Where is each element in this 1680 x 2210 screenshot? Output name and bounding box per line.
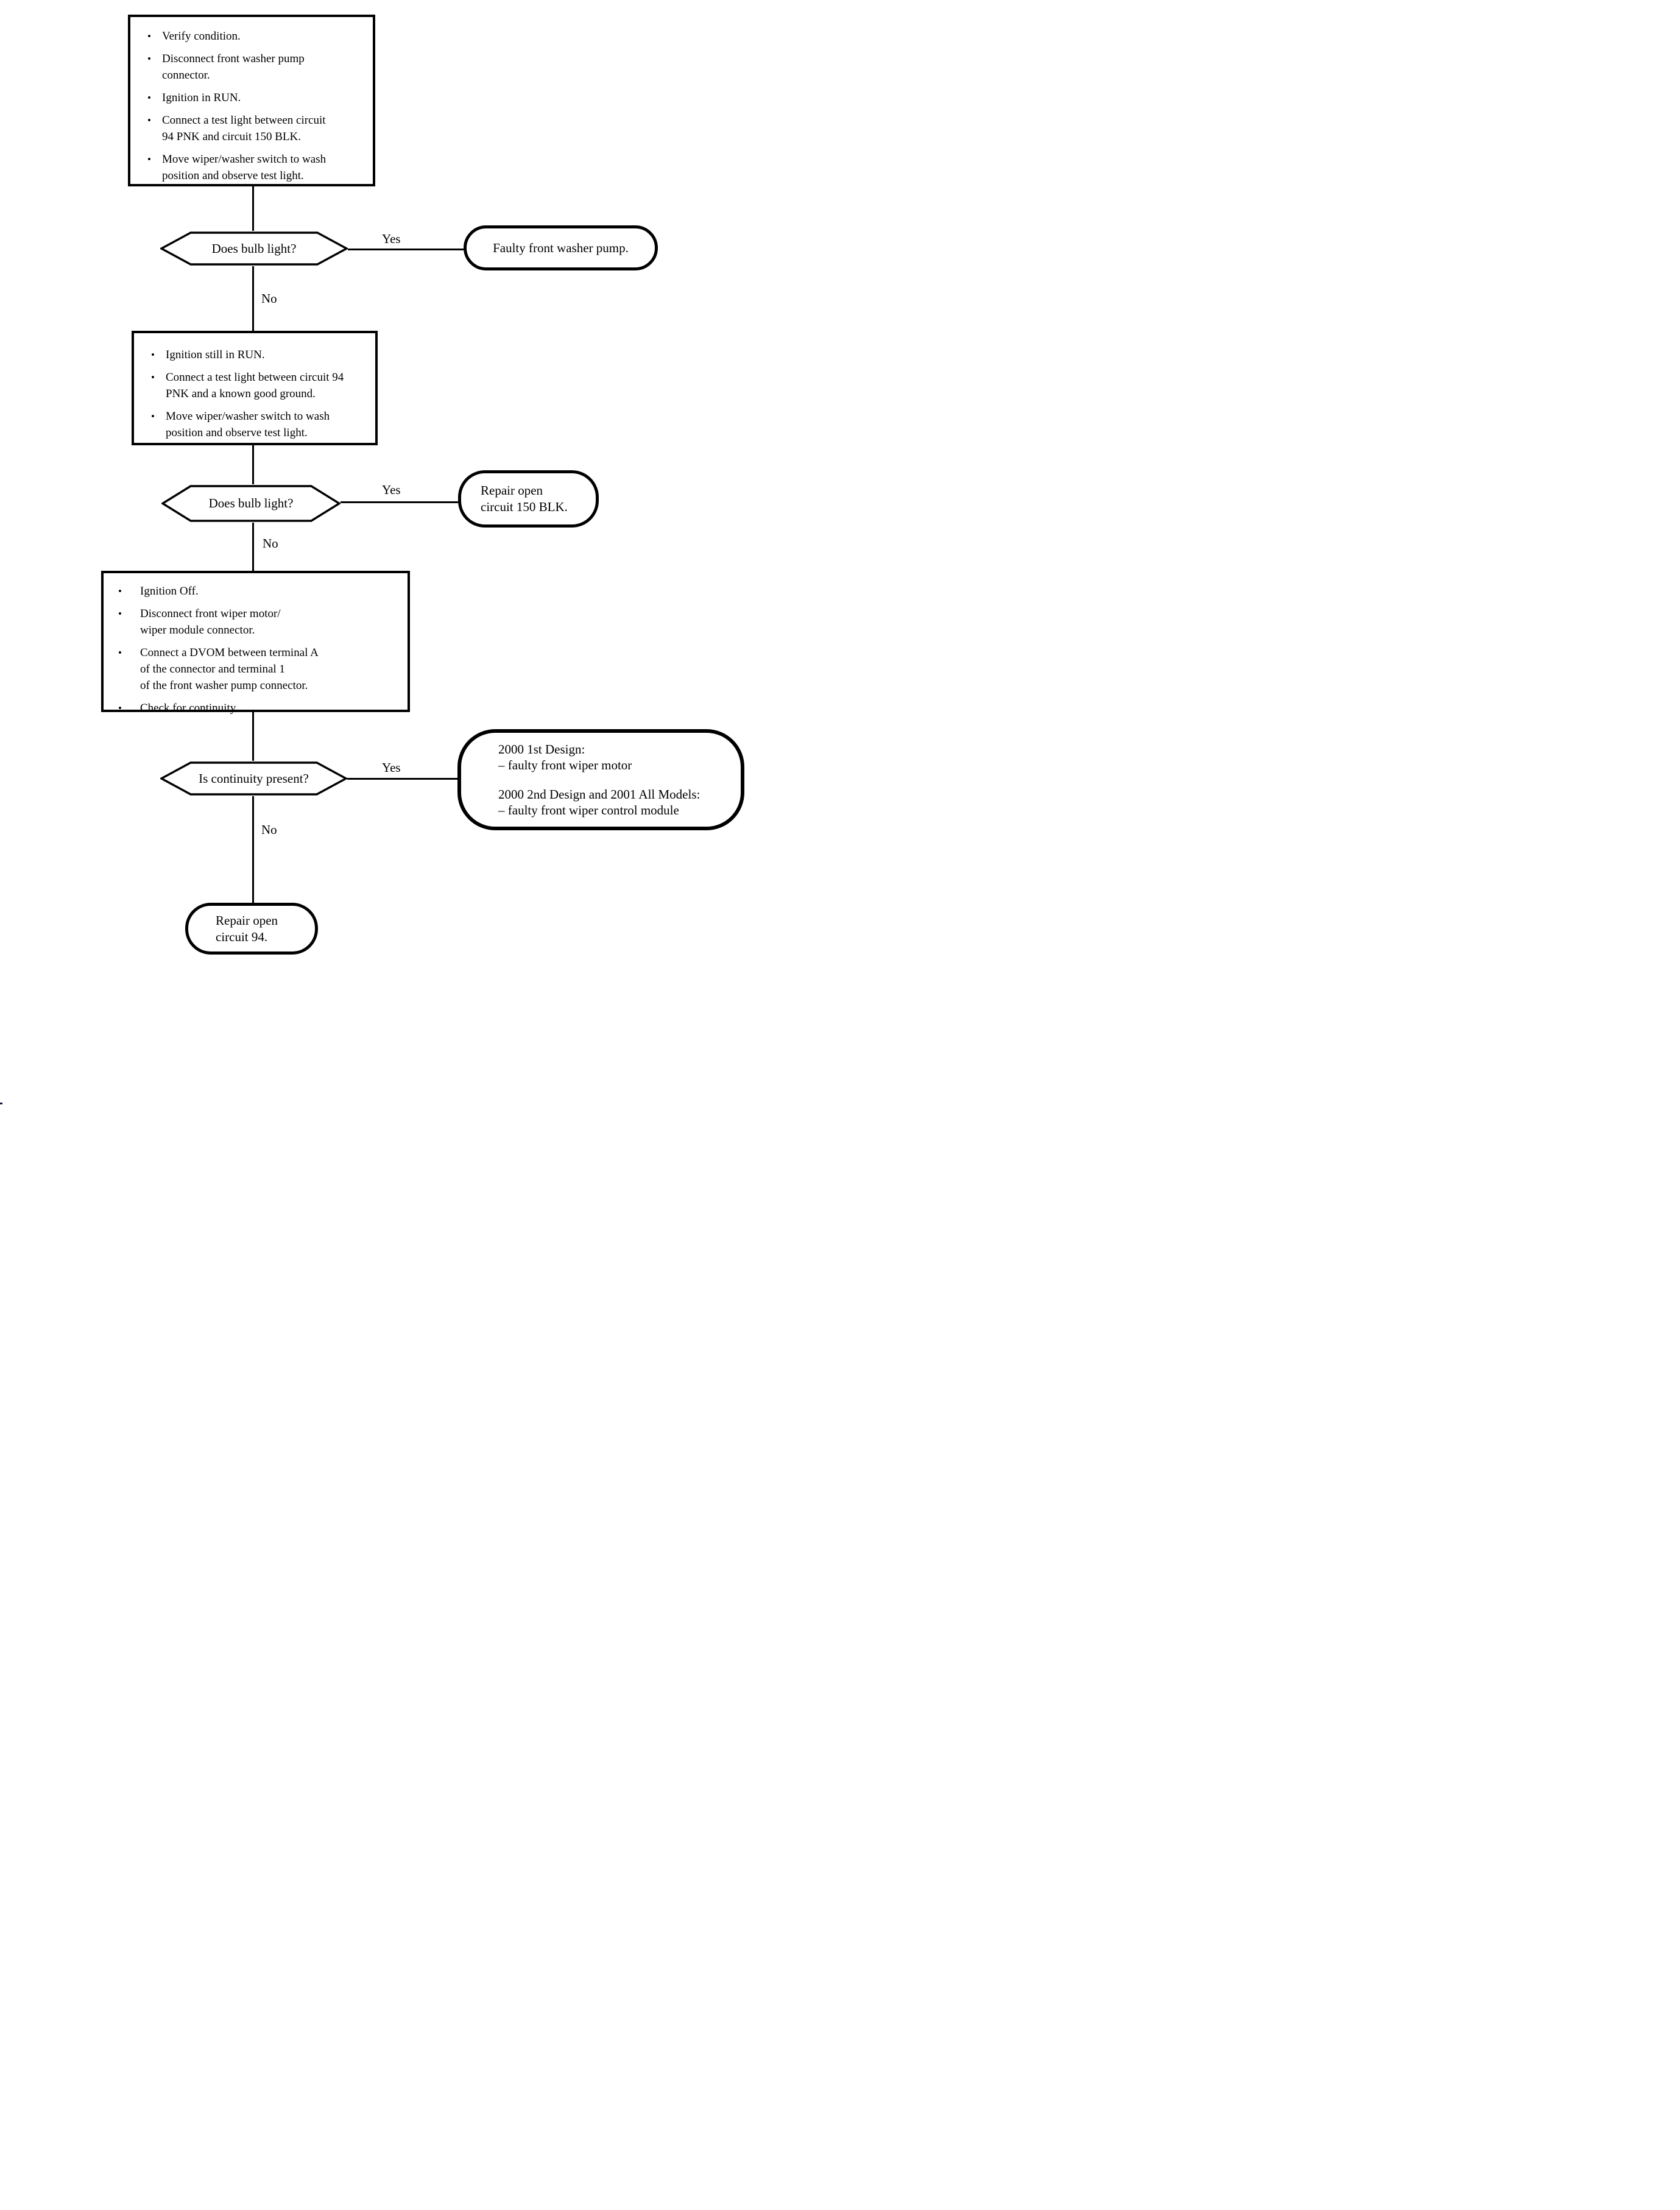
bullet-item: • Ignition Off. [118, 583, 403, 599]
bullet-line: Disconnect front washer pump [162, 52, 305, 65]
bullet-line: of the connector and terminal 1 [140, 663, 285, 676]
decision-hexagon-2: Does bulb light? [161, 484, 341, 523]
bullet-item: • Connect a test light between circuit 9… [147, 112, 368, 145]
procedure-box-2: • Ignition still in RUN. • Connect a tes… [132, 331, 378, 445]
bullet-icon: • [147, 115, 151, 126]
bullet-line: Disconnect front wiper motor/ [140, 607, 281, 620]
hexagon-shape [160, 761, 347, 796]
bullet-item: • Move wiper/washer switch to wash posit… [147, 151, 368, 184]
connector-line [348, 249, 464, 250]
bullet-line: Ignition in RUN. [162, 91, 241, 104]
connector-line [347, 778, 457, 780]
result-line: Faulty front washer pump. [493, 240, 629, 255]
result-stadium-4: Repair open circuit 94. [185, 903, 318, 955]
result-line: circuit 94. [216, 929, 268, 944]
bullet-line: wiper module connector. [140, 624, 255, 637]
bullet-icon: • [118, 702, 122, 714]
yes-label-3: Yes [382, 760, 401, 775]
result-item: – faulty front wiper motor [498, 758, 632, 772]
bullet-line: Move wiper/washer switch to wash [162, 153, 326, 166]
bullet-line: Connect a DVOM between terminal A [140, 646, 319, 659]
bullet-line: position and observe test light. [162, 169, 304, 182]
bullet-icon: • [151, 411, 155, 422]
bullet-line: Ignition Off. [140, 585, 199, 598]
no-label-3: No [261, 822, 277, 837]
decision-question: Does bulb light? [208, 496, 294, 510]
bullet-line: position and observe test light. [166, 426, 308, 439]
result-line: Repair open [216, 913, 278, 928]
yes-label-2: Yes [382, 482, 401, 497]
bullet-line: Move wiper/washer switch to wash [166, 410, 330, 423]
result-heading: 2000 1st Design: [498, 742, 585, 757]
bullet-icon: • [147, 154, 151, 165]
connector-line [252, 445, 254, 484]
decision-hexagon-1: Does bulb light? [160, 231, 348, 266]
bullet-icon: • [147, 30, 151, 42]
bullet-icon: • [118, 647, 122, 658]
connector-line [252, 796, 254, 903]
hexagon-shape [160, 231, 348, 266]
bullet-line: Check for continuity. [140, 702, 238, 715]
decision-question: Is continuity present? [199, 771, 309, 786]
bullet-line: Verify condition. [162, 30, 241, 43]
connector-line [252, 712, 254, 761]
bullet-icon: • [118, 608, 122, 620]
bullet-item: • Ignition still in RUN. [151, 347, 370, 363]
bullet-item: • Check for continuity. [118, 700, 403, 716]
bullet-line: connector. [162, 69, 210, 82]
result-stadium-2: Repair open circuit 150 BLK. [458, 470, 599, 528]
procedure-box-1: • Verify condition. • Disconnect front w… [128, 15, 375, 186]
bullet-item: • Disconnect front washer pump connector… [147, 51, 368, 83]
result-line: circuit 150 BLK. [481, 500, 568, 514]
bullet-icon: • [147, 92, 151, 104]
bullet-item: • Move wiper/washer switch to wash posit… [151, 408, 370, 441]
result-stadium-1: Faulty front washer pump. [464, 225, 658, 270]
bullet-item: • Connect a test light between circuit 9… [151, 369, 370, 402]
no-label-1: No [261, 291, 277, 306]
bullet-line: of the front washer pump connector. [140, 679, 308, 692]
bullet-line: PNK and a known good ground. [166, 387, 316, 400]
connector-line [252, 266, 254, 331]
hexagon-shape [161, 485, 341, 522]
connector-line [252, 523, 254, 571]
bullet-item: • Ignition in RUN. [147, 90, 368, 106]
connector-line [252, 186, 254, 231]
bullet-icon: • [118, 585, 122, 597]
connector-line [341, 501, 458, 503]
bullet-icon: • [147, 53, 151, 65]
bullet-line: Connect a test light between circuit 94 [166, 371, 344, 384]
procedure-box-3: • Ignition Off. • Disconnect front wiper… [101, 571, 410, 715]
bullet-item: • Verify condition. [147, 28, 368, 44]
result-item: – faulty front wiper control module [498, 803, 679, 817]
result-line: Repair open [481, 483, 543, 498]
no-label-2: No [263, 536, 278, 551]
decision-question: Does bulb light? [211, 241, 297, 256]
flowchart-page: • Verify condition. • Disconnect front w… [0, 0, 840, 1105]
bullet-icon: • [151, 349, 155, 361]
bullet-item: • Disconnect front wiper motor/ wiper mo… [118, 605, 403, 638]
bullet-line: 94 PNK and circuit 150 BLK. [162, 130, 301, 143]
result-heading: 2000 2nd Design and 2001 All Models: [498, 787, 701, 802]
bullet-icon: • [151, 372, 155, 383]
bullet-line: Ignition still in RUN. [166, 348, 265, 361]
decision-hexagon-3: Is continuity present? [160, 761, 347, 796]
yes-label-1: Yes [382, 231, 401, 246]
bullet-item: • Connect a DVOM between terminal A of t… [118, 644, 403, 694]
result-stadium-3: 2000 1st Design: – faulty front wiper mo… [457, 729, 744, 830]
scan-artifact-mark [0, 1103, 2, 1104]
bullet-line: Connect a test light between circuit [162, 114, 326, 127]
